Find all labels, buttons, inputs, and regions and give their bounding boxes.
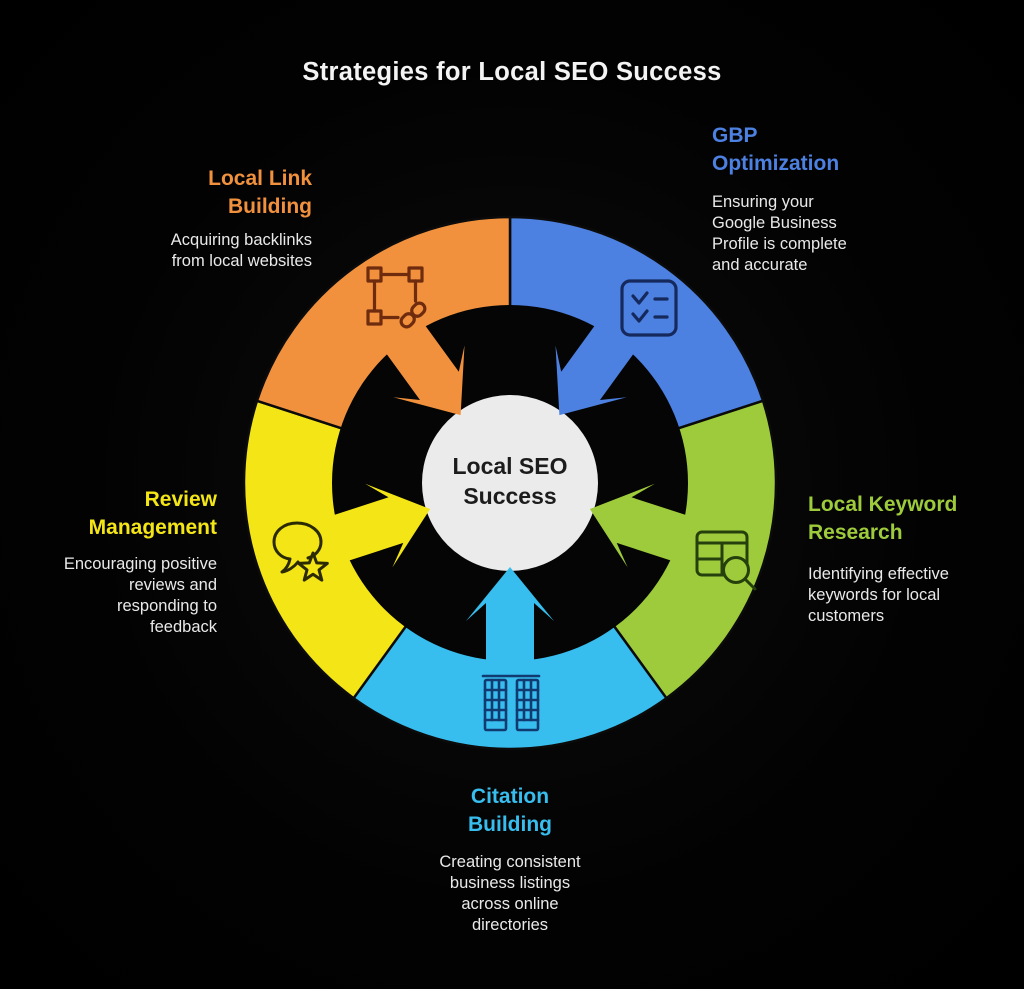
citation-title: Citation Building bbox=[468, 785, 552, 836]
keyword-title: Local Keyword Research bbox=[808, 493, 958, 544]
citation-label-block: Citation Building Creating consistent bu… bbox=[360, 783, 660, 936]
buildings-icon bbox=[481, 674, 541, 732]
gbp-arrow bbox=[555, 302, 651, 416]
review-title: Review Management bbox=[88, 488, 217, 539]
review-arrow bbox=[306, 483, 431, 570]
center-circle bbox=[422, 395, 598, 571]
link-arrow bbox=[369, 302, 465, 416]
chat-star-icon bbox=[272, 521, 329, 582]
checklist-icon bbox=[620, 279, 678, 337]
link-description: Acquiring backlinks from local websites bbox=[170, 231, 312, 270]
link-frame-icon bbox=[366, 266, 427, 329]
keyword-label-block: Local Keyword Research Identifying effec… bbox=[808, 491, 1024, 627]
cycle-arrows bbox=[306, 302, 714, 689]
citation-arrow bbox=[466, 567, 554, 689]
table-search-icon bbox=[695, 530, 757, 591]
gbp-label-block: GBP Optimization Ensuring your Google Bu… bbox=[712, 122, 942, 276]
review-label-block: Review Management Encouraging positive r… bbox=[2, 486, 217, 638]
review-description: Encouraging positive reviews and respond… bbox=[63, 555, 217, 636]
gbp-description: Ensuring your Google Business Profile is… bbox=[712, 193, 847, 274]
keyword-arrow bbox=[589, 483, 714, 570]
citation-description: Creating consistent business listings ac… bbox=[439, 853, 581, 934]
link-title: Local Link Building bbox=[208, 167, 312, 218]
center-label: Local SEO Success bbox=[452, 453, 568, 509]
link-label-block: Local Link Building Acquiring backlinks … bbox=[62, 165, 312, 272]
gbp-title: GBP Optimization bbox=[712, 124, 840, 175]
page-title: Strategies for Local SEO Success bbox=[302, 58, 722, 86]
keyword-description: Identifying effective keywords for local… bbox=[808, 565, 949, 625]
